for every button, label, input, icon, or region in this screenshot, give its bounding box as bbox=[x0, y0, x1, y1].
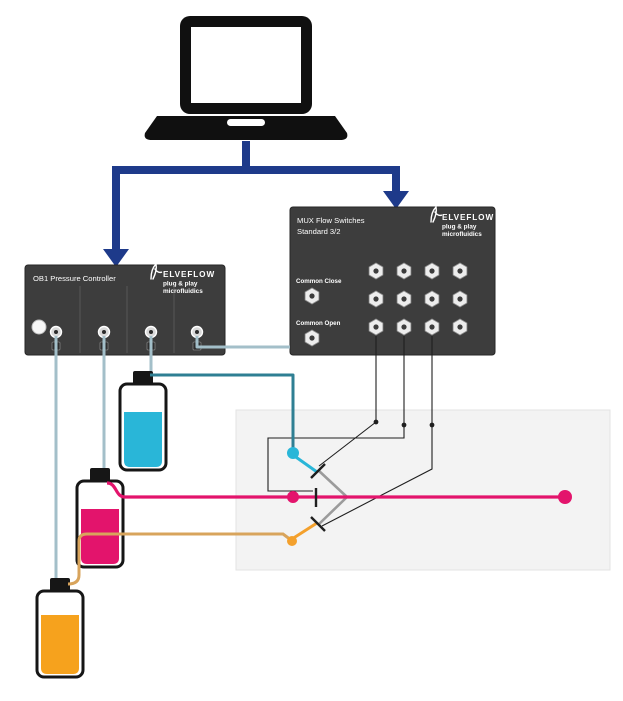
ob1-title: OB1 Pressure Controller bbox=[33, 274, 116, 283]
ob1-outlet-port-3 bbox=[144, 325, 158, 339]
laptop-icon bbox=[144, 16, 348, 140]
ob1-pressure-controller: OB1 Pressure Controller ELVEFLOW plug & … bbox=[24, 263, 226, 356]
elveflow-tagline1: plug & play bbox=[163, 281, 198, 288]
mux-title-line1: MUX Flow Switches bbox=[297, 216, 365, 225]
mux-port-r3-c1 bbox=[368, 318, 384, 336]
laptop-notch bbox=[227, 119, 265, 126]
bottle-cap bbox=[133, 371, 153, 386]
mux-panel bbox=[289, 206, 496, 356]
mux-port-r1-c3 bbox=[424, 262, 440, 280]
elveflow-logo-mux: ELVEFLOW plug & play microfluidics bbox=[430, 206, 494, 238]
mux-port-r3-c2 bbox=[396, 318, 412, 336]
mux-port-r2-c2 bbox=[396, 290, 412, 308]
mux-port-r2-c3 bbox=[424, 290, 440, 308]
chip-connection-dots bbox=[287, 447, 572, 546]
magenta-inlet-dot bbox=[287, 491, 299, 503]
ob1-outlet-port-2 bbox=[97, 325, 111, 339]
ob1-panel bbox=[24, 264, 226, 356]
elveflow-brand-text: ELVEFLOW bbox=[163, 270, 215, 279]
cyan-inlet-dot bbox=[287, 447, 299, 459]
laptop-base bbox=[144, 116, 348, 140]
magenta-liquid-tube bbox=[106, 481, 565, 499]
control-line-dot-2 bbox=[401, 422, 407, 428]
mux-port-r2-c1 bbox=[368, 290, 384, 308]
laptop-screen bbox=[191, 27, 301, 103]
common-open-port bbox=[304, 329, 320, 347]
chip-outlet-dot bbox=[558, 490, 572, 504]
ob1-outlet-port-4 bbox=[190, 325, 204, 339]
elveflow-tagline2: microfluidics bbox=[442, 231, 482, 238]
control-line-dot-3 bbox=[429, 422, 435, 428]
pressure-tubing bbox=[54, 336, 290, 581]
cyan-liquid-tube bbox=[150, 373, 295, 451]
mux-title-line2: Standard 3/2 bbox=[297, 227, 341, 236]
elveflow-logo-ob1: ELVEFLOW plug & play microfluidics bbox=[150, 263, 215, 295]
ob1-outlet-port-1 bbox=[49, 325, 63, 339]
mux-flow-switches: MUX Flow Switches Standard 3/2 ELVEFLOW … bbox=[289, 206, 496, 356]
orange-reservoir bbox=[35, 578, 85, 679]
power-button bbox=[31, 319, 47, 335]
orange-inlet-branch bbox=[291, 521, 318, 541]
orange-liquid-tube bbox=[67, 532, 292, 586]
microfluidic-chip bbox=[235, 409, 611, 571]
mux-port-r1-c4 bbox=[452, 262, 468, 280]
bottle-liquid-cyan bbox=[124, 412, 162, 467]
cyan-inlet-branch bbox=[292, 453, 318, 474]
elveflow-tagline1: plug & play bbox=[442, 224, 477, 231]
cyan-reservoir bbox=[118, 371, 168, 472]
orange-inlet-dot bbox=[287, 536, 297, 546]
valve-marks bbox=[310, 463, 326, 532]
mux-port-r1-c2 bbox=[396, 262, 412, 280]
control-tubing-lines bbox=[267, 336, 433, 527]
mux-port-r3-c3 bbox=[424, 318, 440, 336]
channel-dividers bbox=[79, 286, 175, 353]
arrow-lines bbox=[112, 141, 400, 251]
common-close-port bbox=[304, 287, 320, 305]
mux-port-r2-c4 bbox=[452, 290, 468, 308]
usb-connection-arrows bbox=[103, 141, 409, 267]
elveflow-tagline2: microfluidics bbox=[163, 288, 203, 295]
liquid-tubing bbox=[67, 373, 565, 586]
bottle-cap bbox=[90, 468, 110, 483]
mux-port-r1-c1 bbox=[368, 262, 384, 280]
bottle-liquid-orange bbox=[41, 615, 79, 674]
magenta-reservoir bbox=[75, 468, 125, 569]
bottle-liquid-magenta bbox=[81, 509, 119, 564]
mux-port-r3-c4 bbox=[452, 318, 468, 336]
control-line-dot-1 bbox=[373, 419, 379, 425]
bottle-cap bbox=[50, 578, 70, 593]
elveflow-brand-text: ELVEFLOW bbox=[442, 213, 494, 222]
common-close-label: Common Close bbox=[296, 278, 342, 285]
common-open-label: Common Open bbox=[296, 320, 341, 327]
mux-control-lines bbox=[267, 336, 435, 527]
